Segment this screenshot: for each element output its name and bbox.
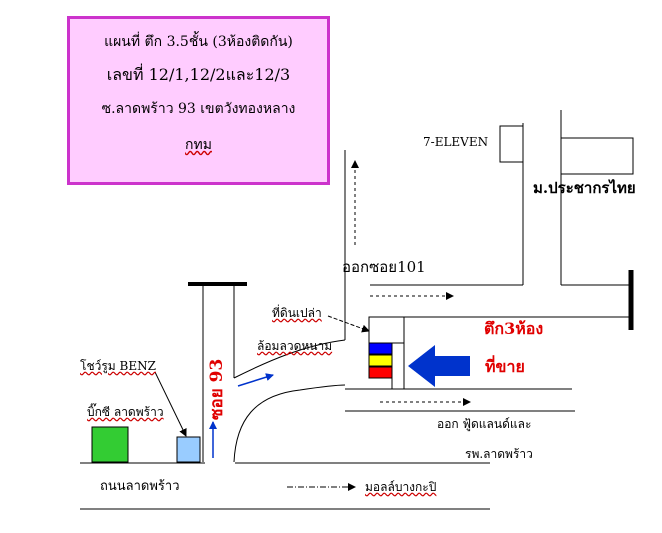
mall-bangkapi-label: มอลล์บางกะปิ xyxy=(365,480,437,494)
showroom-building xyxy=(176,436,201,463)
seven-eleven-building xyxy=(499,125,524,163)
title-line-4: กทม xyxy=(185,137,212,153)
exit-soi101-label: ออกซอย101 xyxy=(342,258,426,276)
building-block-white xyxy=(391,342,405,390)
soi93-label: ซอย 93 xyxy=(207,359,227,420)
building-unit-yellow xyxy=(368,354,393,367)
exit-foodland-label-2: รพ.ลาดพร้าว xyxy=(465,447,533,461)
bigc-label: บิ๊กซี ลาดพร้าว xyxy=(87,405,164,419)
building-unit-red xyxy=(368,366,393,379)
exit-foodland-label-1: ออก ฟู้ดแลนด์และ xyxy=(437,417,532,431)
soi93-curve-upper xyxy=(233,339,346,379)
title-box: แผนที่ ตึก 3.5ชั้น (3ห้องติดกัน) เลขที่ … xyxy=(67,16,330,185)
bigc-building xyxy=(91,426,129,463)
big-blue-arrow xyxy=(408,345,470,387)
lat-phrao-road-label: ถนนลาดพร้าว xyxy=(100,479,180,494)
building-unit-blue xyxy=(368,342,393,355)
seven-eleven-label: 7-ELEVEN xyxy=(423,135,489,149)
soi93-curve-lower xyxy=(233,384,346,463)
title-line-3: ซ.ลาดพร้าว 93 เขตวังทองหลาง xyxy=(101,101,296,117)
school-label: ม.ประชากรไทย xyxy=(533,179,636,197)
vacant-land-lot xyxy=(368,316,405,344)
title-line-2: เลขที่ 12/1,12/2และ12/3 xyxy=(106,65,291,84)
pointer-vacant-land xyxy=(327,315,370,333)
building-for-sale-label-2: ที่ขาย xyxy=(485,357,525,376)
showroom-label: โชว์รูม BENZ xyxy=(80,359,156,373)
arrow-into-soi93-curve xyxy=(237,373,274,387)
school-building xyxy=(560,137,634,175)
barbed-wire-label: ล้อมลวดหนาม xyxy=(257,339,333,353)
building-for-sale-label-1: ตึก3ห้อง xyxy=(484,319,544,338)
vacant-land-label: ที่ดินเปล่า xyxy=(272,306,322,320)
pointer-showroom xyxy=(154,371,187,437)
title-line-1: แผนที่ ตึก 3.5ชั้น (3ห้องติดกัน) xyxy=(104,34,293,50)
